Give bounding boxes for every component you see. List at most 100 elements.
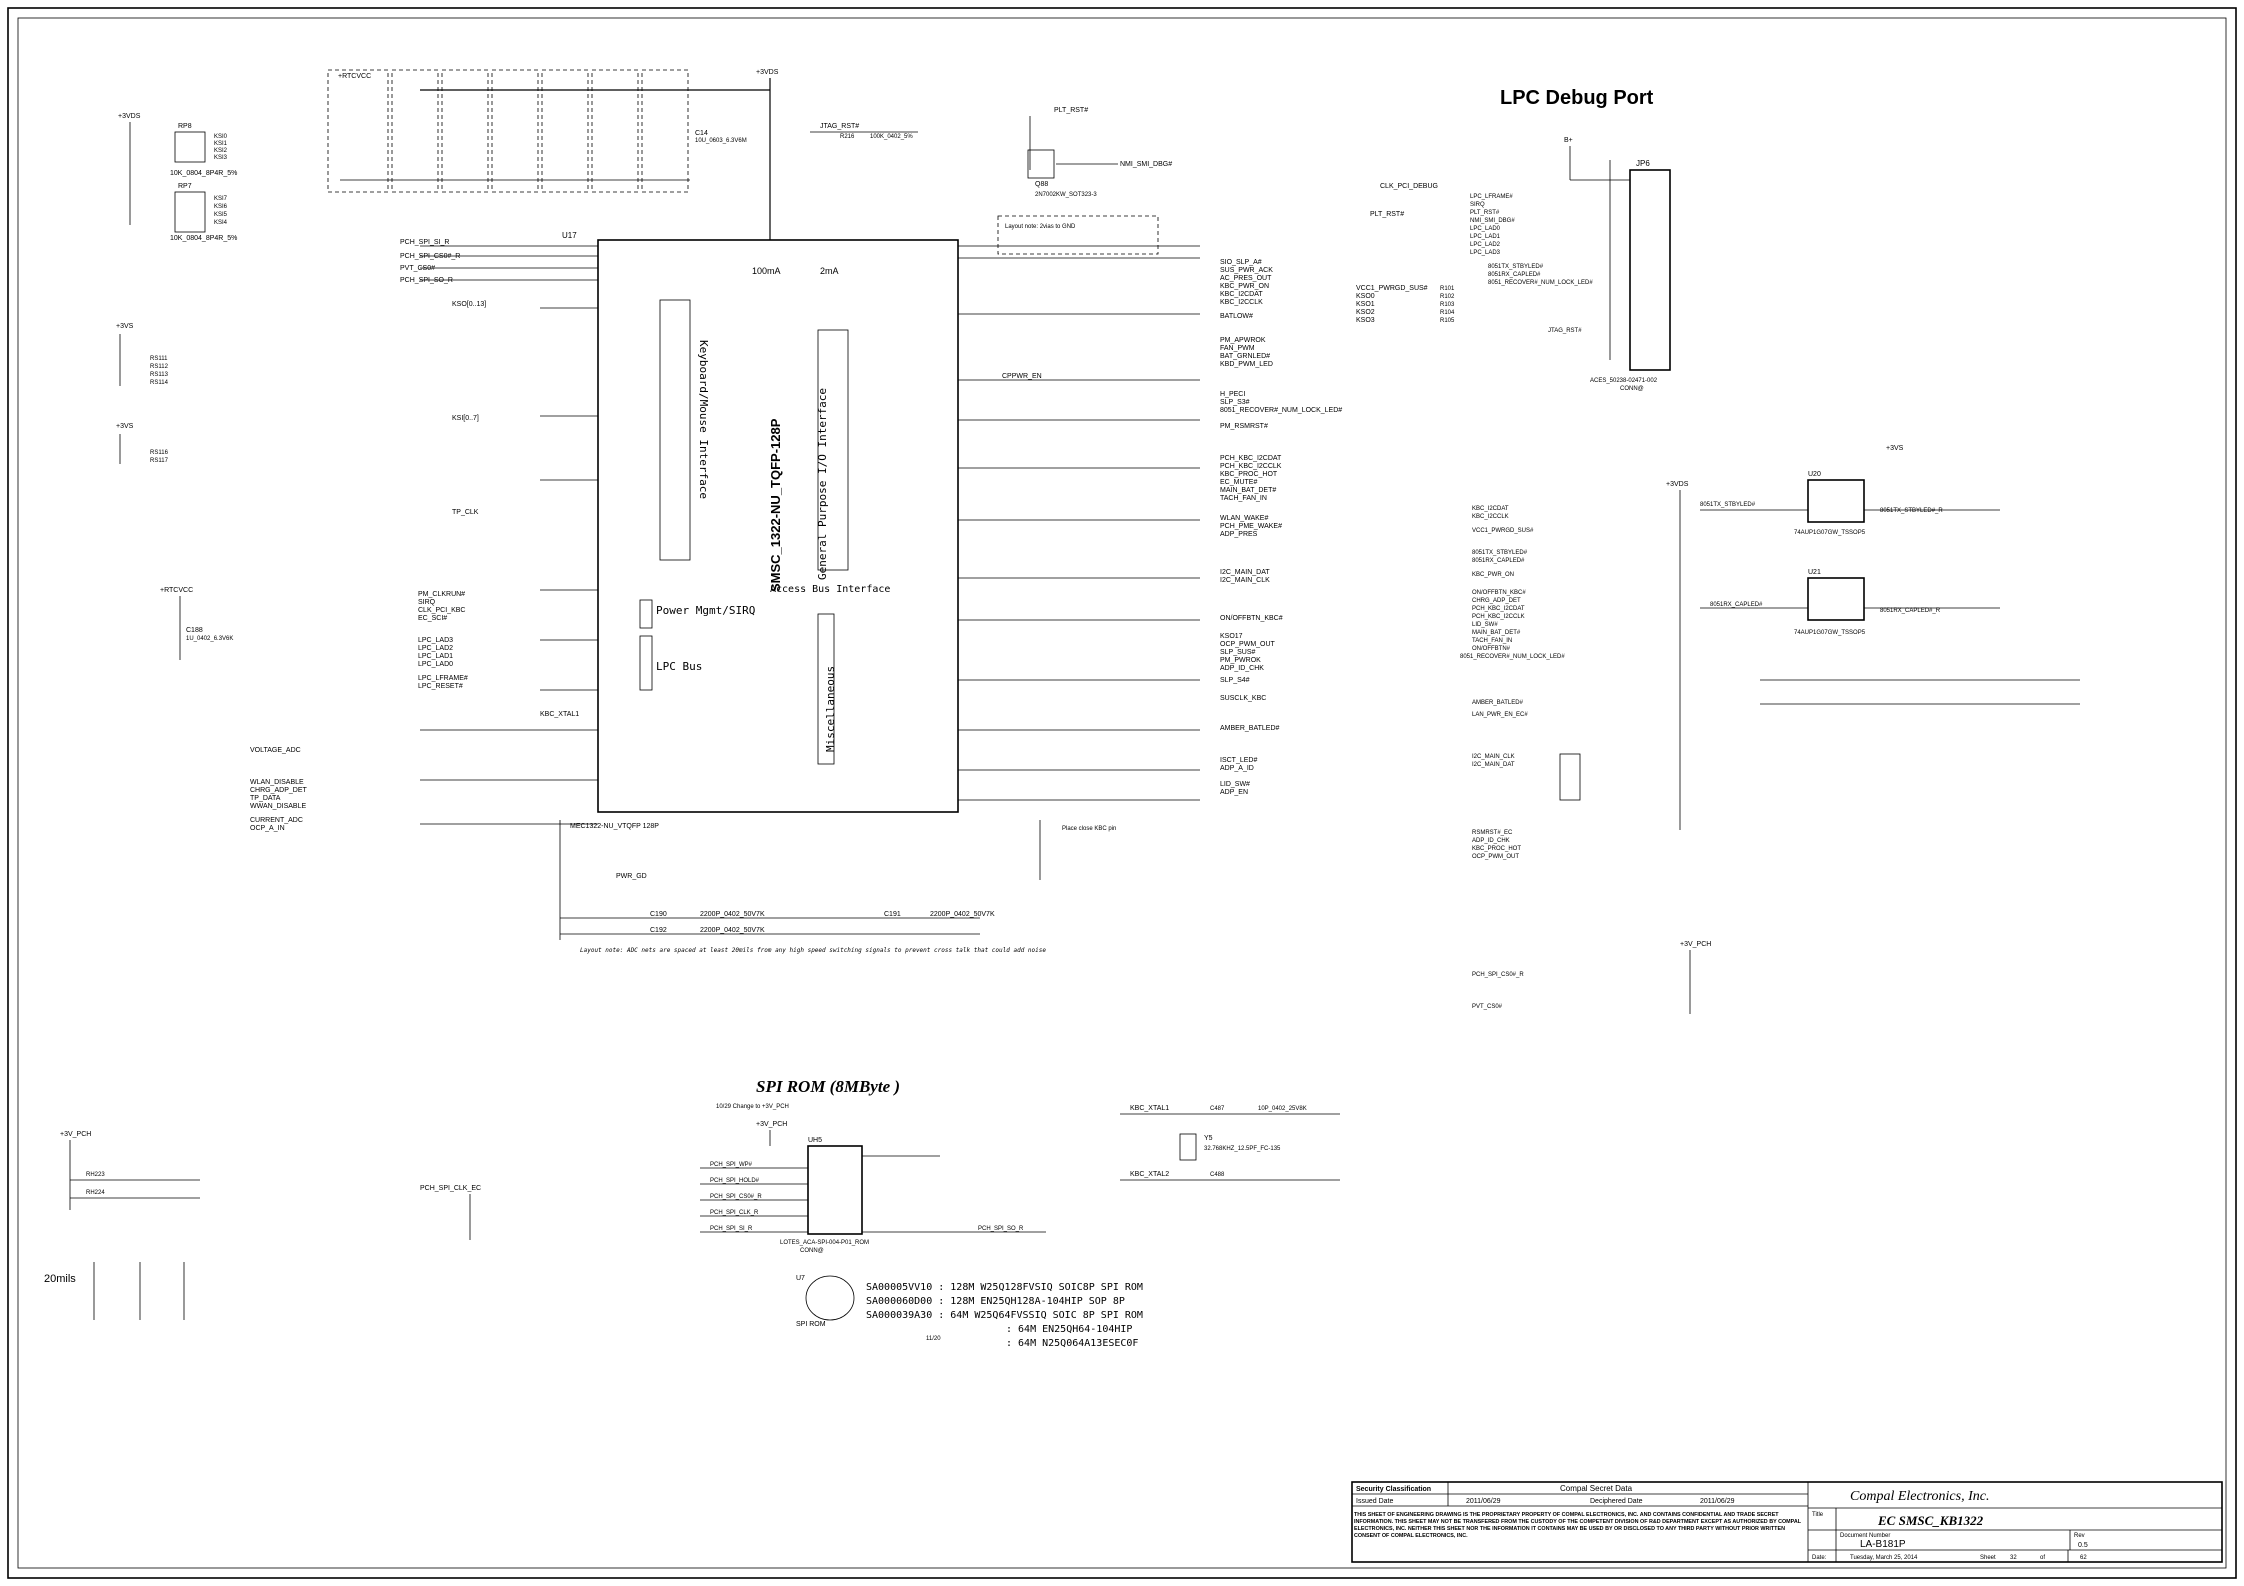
svg-text:KSI2: KSI2 [214, 148, 228, 154]
debug-part: ACES_50238-02471-002 [1590, 378, 1658, 384]
svg-text:+RTCVCC: +RTCVCC [338, 73, 371, 80]
bom-line: SA000060D00 : 128M EN25QH128A-104HIP SOP… [866, 1296, 1125, 1307]
q-ref: Q88 [1035, 181, 1048, 188]
pullup-net: OCP_PWM_OUT [1472, 854, 1519, 860]
svg-text:+3V_PCH: +3V_PCH [1680, 941, 1711, 948]
ec-ref: U17 [562, 231, 577, 240]
left-signal: CLK_PCI_KBC [418, 607, 465, 614]
pullup-net: RSMRST#_EC [1472, 830, 1513, 836]
debug-pin: 8051TX_STBYLED# [1488, 264, 1544, 270]
tb-date: Tuesday, March 25, 2014 [1850, 1555, 1918, 1561]
left-signal: TP_DATA [250, 795, 281, 802]
group-power: Power Mgmt/SIRQ [656, 604, 755, 617]
xtal-cap: C487 [1210, 1106, 1225, 1112]
debug-left-signal: CLK_PCI_DEBUG [1380, 183, 1438, 190]
right-signal: ON/OFFBTN_KBC# [1220, 615, 1283, 622]
left-signal: TP_CLK [452, 509, 479, 516]
ec-bottom-caps: C190 2200P_0402_50V7K C191 2200P_0402_50… [559, 820, 1116, 954]
debug-pin: LPC_LAD3 [1470, 250, 1501, 256]
left-signal: LPC_LFRAME# [418, 675, 468, 682]
right-signal: 8051_RECOVER#_NUM_LOCK_LED# [1220, 407, 1342, 414]
left-signal: CHRG_ADP_DET [250, 787, 308, 794]
rom-date: 11/20 [926, 1336, 941, 1342]
xtal-place-note: Place close KBC pin [1062, 826, 1116, 832]
svg-text:2200P_0402_50V7K: 2200P_0402_50V7K [700, 927, 765, 934]
pullup-net: PCH_KBC_I2CDAT [1472, 606, 1525, 612]
rom-socket-ref: U7 [796, 1275, 805, 1282]
svg-text:+3VDS: +3VDS [1666, 481, 1689, 488]
pullup-net: CHRG_ADP_DET [1472, 598, 1521, 604]
resistor-packs: +3VDS RP8 10K_0804_8P4R_5% KSI0 KSI1 KSI… [118, 113, 237, 242]
left-signal: PVT_CS0# [400, 265, 435, 272]
ec-chip: U17 MEC1322-NU_VTQFP 128P 100mA 2mA SMSC… [420, 231, 1200, 830]
right-signal-list: SIO_SLP_A# SUS_PWR_ACK AC_PRES_OUT KBC_P… [1002, 259, 1342, 796]
left-signal: PWR_GD [616, 873, 647, 880]
svg-text:KSI5: KSI5 [214, 212, 228, 218]
left-signal: CURRENT_ADC [250, 817, 303, 824]
pullup-net: AMBER_BATLED# [1472, 700, 1524, 706]
spi-footer: CONN@ [800, 1248, 824, 1254]
bom-line: SA00005VV10 : 128M W25Q128FVSIQ SOIC8P S… [866, 1282, 1143, 1293]
tb-security-value: Compal Secret Data [1560, 1484, 1633, 1493]
right-signal: H_PECI [1220, 391, 1245, 398]
right-signal: SLP_S3# [1220, 399, 1250, 406]
right-signal: PCH_KBC_I2CDAT [1220, 455, 1282, 462]
right-signal: I2C_MAIN_CLK [1220, 577, 1270, 584]
spi-pin: PCH_SPI_SO_R [978, 1226, 1024, 1232]
right-signal: PCH_KBC_I2CCLK [1220, 463, 1282, 470]
left-signal: SIRQ [418, 599, 436, 606]
debug-left-signal: VCC1_PWRGD_SUS# [1356, 285, 1428, 292]
gate-part: 74AUP1G07GW_TSSOP5 [1794, 530, 1866, 536]
pullup-net: I2C_MAIN_DAT [1472, 762, 1515, 768]
adc-layout-note: Layout note: ADC nets are spaced at leas… [580, 947, 1046, 954]
left-pullups: +3VS RS111 RS112 RS113 RS114 +3VS RS116 … [116, 323, 169, 464]
tb-rev-label: Rev [2074, 1533, 2085, 1539]
left-signal: KBC_XTAL1 [540, 711, 579, 718]
mils-label: 20mils [44, 1273, 76, 1285]
right-signal: OCP_PWM_OUT [1220, 641, 1276, 648]
xtal-net: KBC_XTAL2 [1130, 1171, 1169, 1178]
spi-pin: PCH_SPI_CS0#_R [710, 1194, 762, 1200]
right-signal: ADP_EN [1220, 789, 1248, 796]
svg-text:C191: C191 [884, 911, 901, 918]
tb-doc-label: Document Number [1840, 1533, 1890, 1539]
tb-date-label: Date: [1812, 1555, 1827, 1561]
left-signal: PCH_SPI_SO_R [400, 277, 453, 284]
svg-text:RH224: RH224 [86, 1190, 105, 1196]
nmi-label: NMI_SMI_DBG# [1120, 161, 1172, 168]
gate-input: 8051TX_STBYLED# [1700, 502, 1756, 508]
gate-input: 8051RX_CAPLED# [1710, 602, 1763, 608]
right-signal: WLAN_WAKE# [1220, 515, 1268, 522]
right-signal: ADP_A_ID [1220, 765, 1254, 772]
right-signal: PM_APWROK [1220, 337, 1266, 344]
bottom-left-parts: +3V_PCH RH223 RH224 20mils PCH_SPI_CLK_E… [44, 1131, 481, 1320]
right-signal: KBC_I2CCLK [1220, 299, 1263, 306]
svg-text:+3VS: +3VS [116, 423, 134, 430]
ec-footer: MEC1322-NU_VTQFP 128P [570, 823, 659, 830]
jtag-mosfet: JTAG_RST# R216 100K_0402_5% PLT_RST# Q88… [810, 107, 1172, 255]
right-signal: I2C_MAIN_DAT [1220, 569, 1270, 576]
spi-pin: PCH_SPI_HOLD# [710, 1178, 760, 1184]
debug-pin: NMI_SMI_DBG# [1470, 218, 1515, 224]
gate-ref: U21 [1808, 569, 1821, 576]
q-net: PLT_RST# [1054, 107, 1088, 114]
svg-text:RS112: RS112 [150, 364, 169, 370]
debug-pin: 8051RX_CAPLED# [1488, 272, 1541, 278]
pullup-net: KBC_PWR_ON [1472, 572, 1514, 578]
pullup-net: 8051RX_CAPLED# [1472, 558, 1525, 564]
ec-current-avcc: 2mA [820, 266, 839, 276]
rom-socket-label: SPI ROM [796, 1321, 826, 1328]
svg-text:KSI4: KSI4 [214, 220, 228, 226]
left-signal: VOLTAGE_ADC [250, 747, 301, 754]
left-signal: OCP_A_IN [250, 825, 285, 832]
gate-output: 8051TX_STBYLED#_R [1880, 508, 1943, 514]
tb-issued-label: Issued Date [1356, 1498, 1393, 1505]
svg-text:10U_0603_6.3V6M: 10U_0603_6.3V6M [695, 138, 747, 144]
tb-disclaimer-box: THIS SHEET OF ENGINEERING DRAWING IS THE… [1354, 1512, 1801, 1539]
svg-text:RP8: RP8 [178, 123, 192, 130]
svg-text:10K_0804_8P4R_5%: 10K_0804_8P4R_5% [170, 170, 237, 177]
svg-text:+3VS: +3VS [1886, 445, 1904, 452]
right-signal: CPPWR_EN [1002, 373, 1042, 380]
left-signal: PCH_SPI_CS0#_R [400, 253, 460, 260]
right-signal: SUS_PWR_ACK [1220, 267, 1273, 274]
